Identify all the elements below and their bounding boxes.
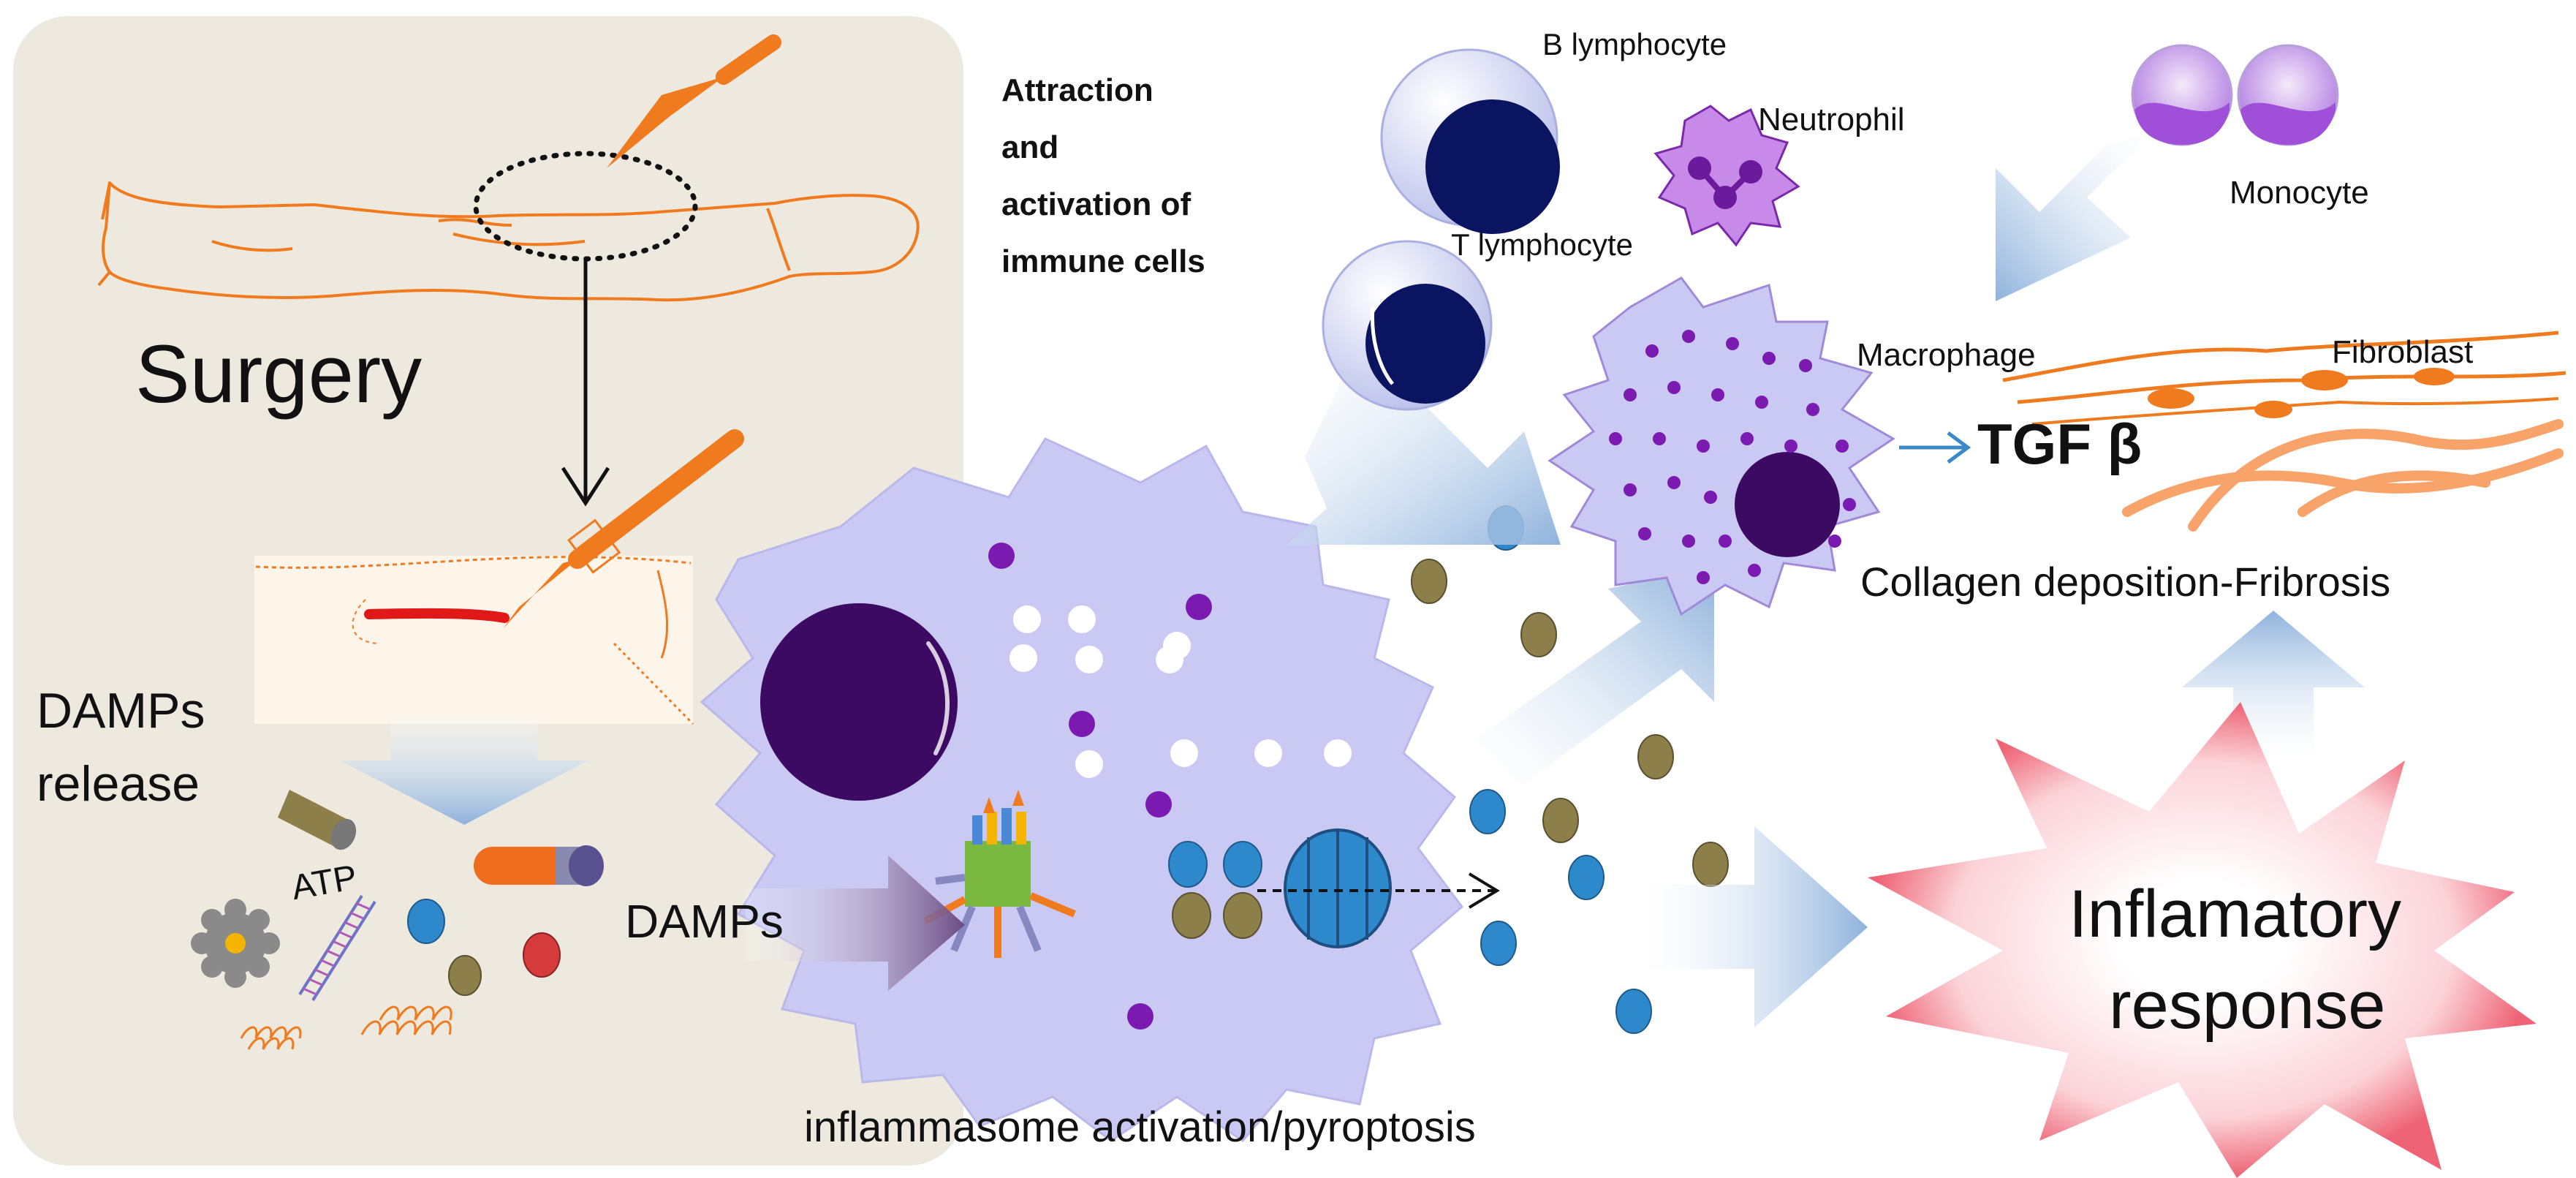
red-particle: [523, 932, 561, 978]
macrophage-label: Macrophage: [1857, 337, 2036, 373]
b-lymphocyte-label: B lymphocyte: [1542, 27, 1727, 61]
inflammatory-response-burst: [1868, 702, 2537, 1178]
b-lymphocyte-cell: [1380, 48, 1560, 234]
t-lymphocyte-cell: [1322, 240, 1493, 411]
damps-release-arrow: [340, 715, 588, 825]
fibroblast-label: Fibroblast: [2332, 334, 2474, 370]
immune-recruit-arrow: [1287, 344, 1561, 545]
t-lymphocyte-label: T lymphocyte: [1451, 227, 1633, 262]
blue-particle: [407, 899, 445, 944]
inflammasome-caption: inflammasome activation/pyroptosis: [804, 1103, 1476, 1151]
cell-granules: [988, 543, 1352, 1030]
to-response-arrow: [1645, 826, 1868, 1027]
pore-channel-icon: [1284, 828, 1392, 948]
attraction-line-2: and: [1001, 129, 1059, 165]
cell-particles: [1168, 841, 1262, 939]
down-arrow: [561, 260, 610, 507]
attraction-line-3: activation of: [1001, 186, 1192, 222]
atp-helix-icon: [298, 894, 376, 1002]
monocyte-cells: [2131, 44, 2339, 146]
damps-release-label-line2: release: [37, 756, 200, 812]
macrophage-nucleus: [1735, 452, 1840, 557]
inflammatory-response-line2: response: [2109, 968, 2386, 1043]
collagen-fibrosis-label: Collagen deposition-Fribrosis: [1860, 559, 2391, 605]
to-macrophage-arrow: [1477, 567, 1714, 786]
attraction-line-4: immune cells: [1001, 243, 1205, 279]
capsule-molecule-icon: [474, 845, 604, 886]
incision-closeup: [254, 429, 744, 725]
neutrophil-cell: [1653, 105, 1800, 247]
damps-release-label-line1: DAMPs: [37, 683, 205, 739]
incision-focus-circle: [473, 151, 698, 262]
fibroblast-cells: [2002, 331, 2566, 426]
coil-small-icon: [240, 1026, 302, 1050]
attraction-line-1: Attraction: [1001, 72, 1153, 108]
macrophage-granules: [1609, 330, 1856, 584]
tgf-beta-label: TGF β: [1977, 412, 2143, 476]
cylinder-molecule-icon: [278, 790, 357, 850]
neutrophil-label: Neutrophil: [1758, 102, 1905, 137]
olive-particle: [448, 955, 482, 996]
patient-figure: [97, 181, 920, 302]
damps-arrow: [746, 856, 965, 991]
monocyte-arrow: [1996, 132, 2153, 301]
tgf-arrow: [1899, 431, 1971, 464]
inflammasome-nucleus: [760, 603, 958, 801]
damps-label: DAMPs: [625, 895, 784, 948]
collagen-fibers: [2122, 419, 2564, 532]
surgery-title: Surgery: [135, 328, 423, 420]
release-dashed-arrow: [1257, 872, 1500, 909]
scalpel-top-icon: [607, 34, 781, 168]
inflammasome-complex-icon: [923, 790, 1076, 958]
inflammatory-response-line1: Inflamatory: [2069, 877, 2402, 951]
damp-molecules: [191, 790, 604, 1050]
gear-molecule-icon: [191, 899, 280, 988]
to-fibrosis-arrow: [2182, 611, 2365, 760]
monocyte-label: Monocyte: [2230, 175, 2369, 211]
coil-large-icon: [360, 1005, 452, 1035]
